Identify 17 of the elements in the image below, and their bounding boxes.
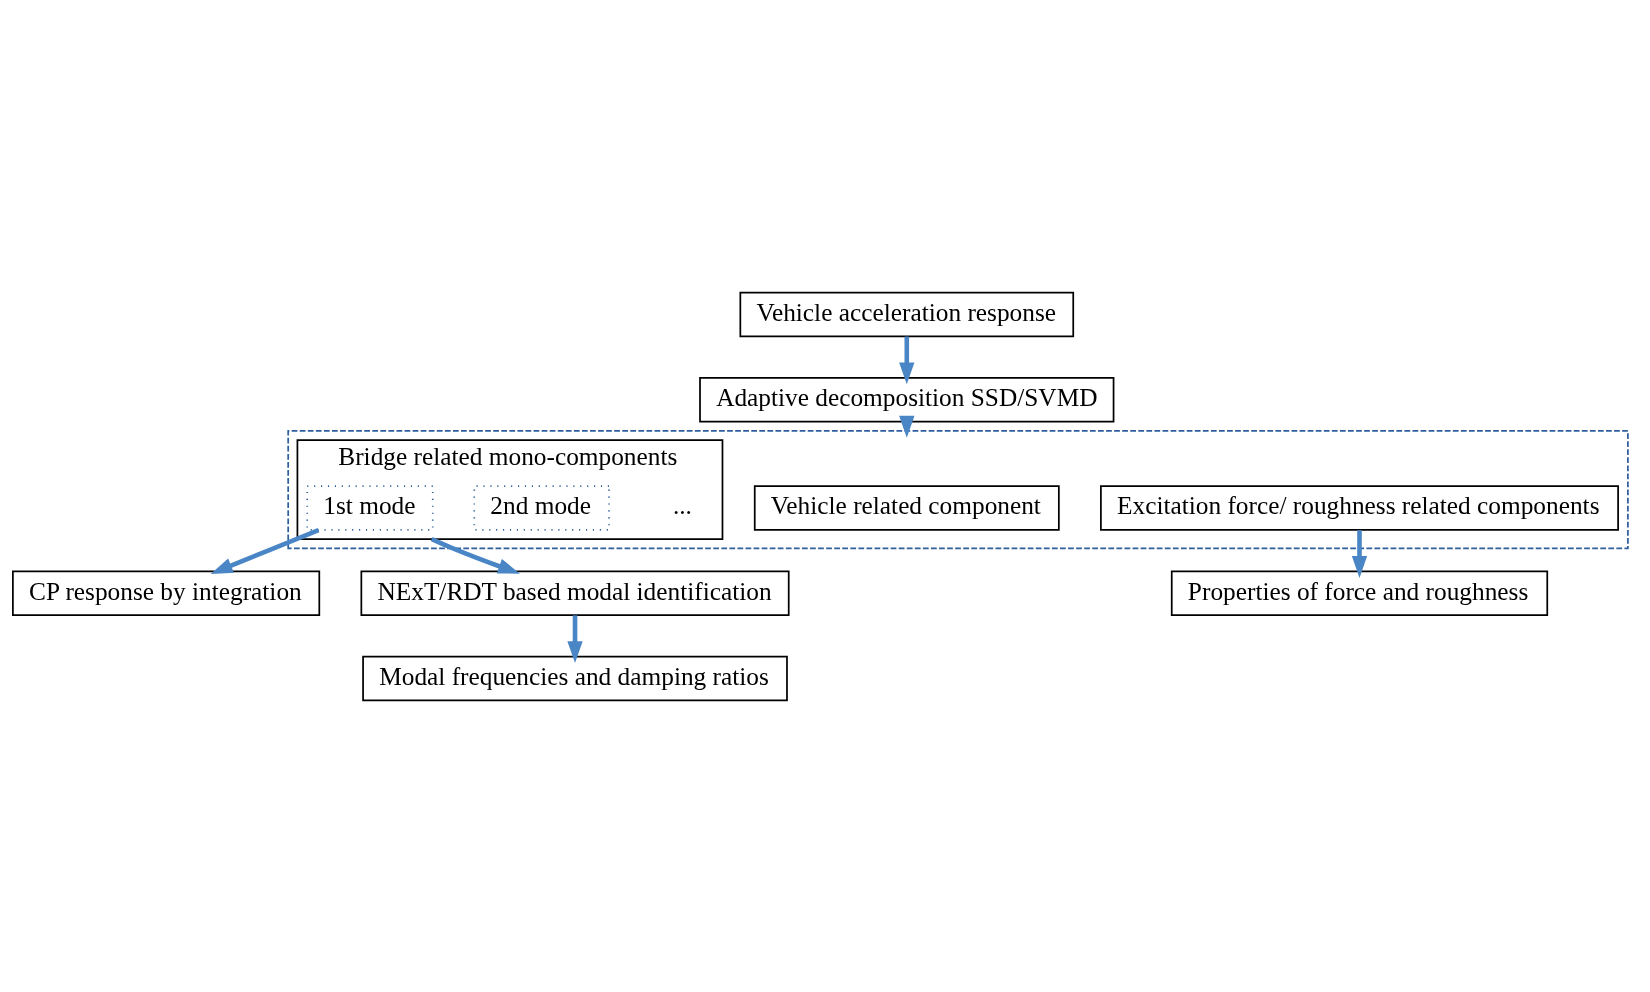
label: ... [672, 490, 692, 519]
node-box: Excitation force/ roughness related components [1100, 484, 1619, 531]
node-box: Modal frequencies and damping ratios [362, 655, 788, 701]
arrow [1351, 529, 1368, 578]
arrow [210, 527, 320, 574]
arrow [567, 614, 583, 663]
node-box: 2nd mode [473, 484, 610, 531]
node-box: NExT/RDT based modal identification [360, 570, 790, 616]
cluster [287, 429, 1629, 549]
node-box: Vehicle related component [753, 484, 1060, 531]
arrow [430, 536, 520, 574]
arrow [899, 415, 915, 438]
node-box: 1st mode [306, 484, 434, 531]
node-box: Vehicle acceleration response [739, 291, 1075, 337]
arrow [899, 336, 915, 384]
node-box: CP response by integration [12, 570, 321, 616]
node-box: Properties of force and roughness [1170, 570, 1549, 616]
